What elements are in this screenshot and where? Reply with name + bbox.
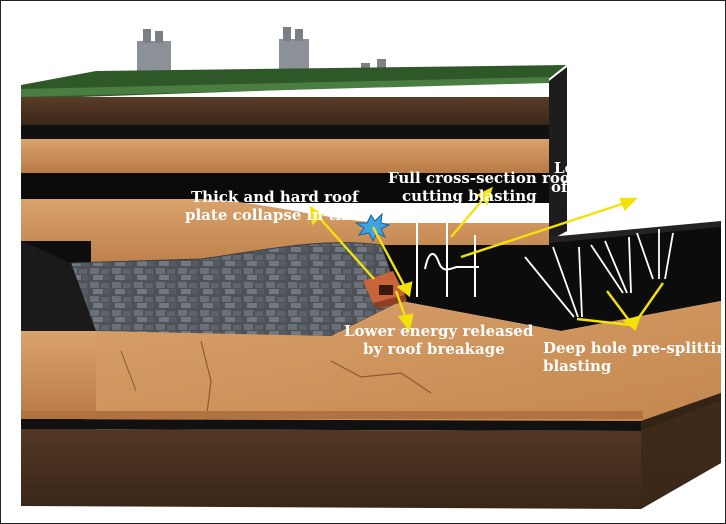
- arrow-to-lower-energy: [394, 290, 408, 320]
- arrowhead: [476, 186, 493, 206]
- label-deep-hole-1: Deep hole pre-splitting: [543, 339, 725, 357]
- arrow-to-lower-conc: [460, 201, 626, 259]
- goaf-rubble: [71, 242, 401, 341]
- label-lower-energy-1: Lower energy released: [344, 322, 534, 340]
- bottom-soil-layer: [21, 401, 721, 509]
- coal-seam: [381, 223, 721, 331]
- annotation-labels: Thick and hard roof plate collapse in ti…: [185, 159, 725, 375]
- arrowhead: [622, 315, 641, 332]
- arrow-to-thick-roof: [316, 214, 375, 280]
- label-deep-hole-2: blasting: [543, 357, 612, 375]
- label-thick-roof-1: Thick and hard roof: [191, 188, 360, 206]
- bottom-coal-layer: [21, 393, 721, 431]
- arrowhead: [309, 205, 324, 226]
- label-lower-conc-1: Lower concentration: [554, 159, 725, 177]
- coal-layer: [21, 125, 549, 139]
- deep-hole-blast-lines: [524, 229, 674, 318]
- arrow-deep-hole-a: [576, 317, 632, 327]
- yellow-arrows: [309, 186, 664, 332]
- arrowhead: [619, 197, 638, 212]
- label-full-cross-2: cutting blasting: [402, 187, 537, 205]
- bending-roof-layer: [21, 199, 549, 277]
- label-lower-energy-2: by roof breakage: [363, 340, 505, 358]
- arrow-explosion: [371, 226, 407, 288]
- arrow-to-full-cross: [450, 196, 486, 238]
- label-full-cross-1: Full cross-section roof: [388, 169, 578, 187]
- floor-sandstone: [96, 301, 721, 421]
- topsoil-layer: [21, 97, 549, 125]
- sandstone-layer: [21, 139, 549, 173]
- label-lower-conc-2: of stress in coalseam: [551, 178, 725, 196]
- arrowhead: [396, 281, 413, 298]
- upper-coal-layer: [21, 173, 549, 203]
- arrowhead: [397, 313, 414, 332]
- arrow-deep-hole-b: [606, 290, 632, 324]
- roof-cutting-blast-holes: [416, 211, 479, 297]
- label-thick-roof-2: plate collapse in time: [185, 206, 366, 224]
